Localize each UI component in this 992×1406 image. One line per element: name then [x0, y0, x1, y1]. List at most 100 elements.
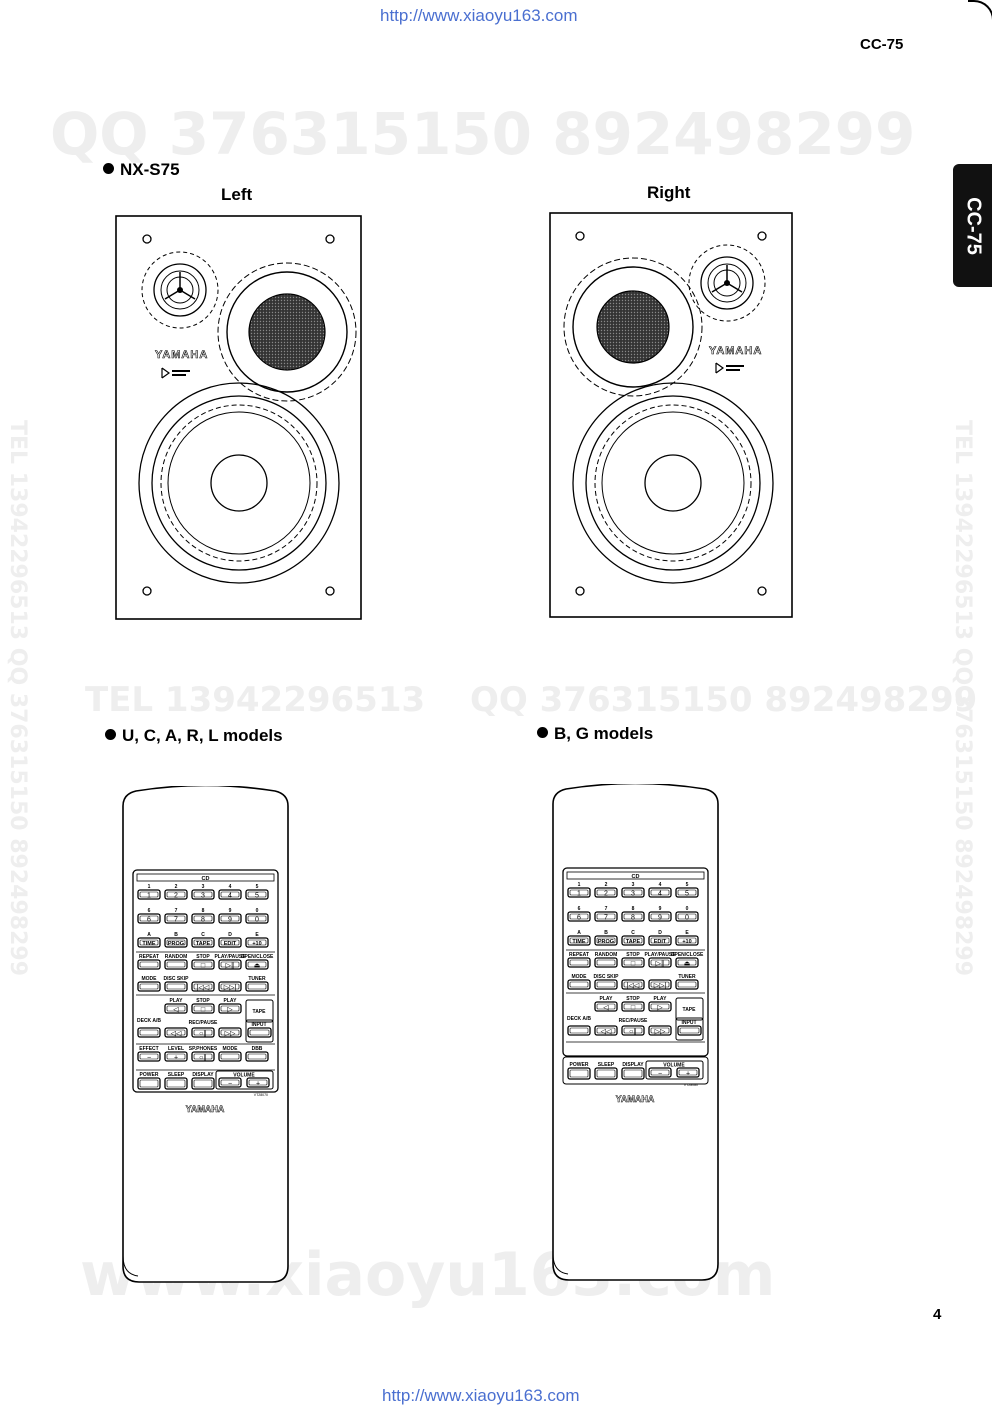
- remote-left-drawing: CD11223344556677889900ATIMEBPROGCTAPEDED…: [122, 786, 289, 1283]
- remote-button: [567, 979, 591, 990]
- remote-button-inner: [247, 1053, 267, 1060]
- left-speaker-drawing: YAMAHA: [115, 215, 362, 620]
- remote-small-label: PLAY: [654, 996, 668, 1002]
- url-bottom[interactable]: http://www.xiaoyu163.com: [382, 1386, 580, 1405]
- remote-button-inner: [193, 915, 213, 922]
- remote-button-label: TIME: [142, 941, 155, 947]
- remote-small-label: 6: [578, 906, 581, 912]
- remote-button-inner: [249, 1029, 270, 1036]
- remote-button-inner: [650, 937, 670, 944]
- watermark-qq-mid: QQ 376315150 892498299: [470, 680, 978, 720]
- remote-button-inner: [139, 891, 159, 898]
- remote-button-inner: [139, 939, 159, 946]
- remote-button: [594, 957, 618, 968]
- remote-small-label: DISPLAY: [622, 1062, 644, 1068]
- remote-button-inner: [677, 981, 697, 988]
- remote-button-inner: [596, 889, 616, 896]
- yamaha-logo: YAMAHA: [155, 349, 208, 361]
- remote-small-label: EFFECT: [139, 1046, 158, 1052]
- remote-button-inner: [569, 1069, 589, 1078]
- remote-volume-box: [645, 1060, 704, 1080]
- remote-button-inner: [193, 983, 213, 990]
- remote-button-symbol: +: [256, 1081, 260, 1088]
- remote-small-label: 9: [229, 908, 232, 914]
- remote-small-label: REC/PAUSE: [619, 1018, 648, 1024]
- remote-small-label: 5: [686, 882, 689, 888]
- remote-button-symbol: ▷∥: [656, 960, 665, 968]
- remote-button-symbol: ▷▷|: [224, 985, 237, 992]
- remote-button-symbol: 9: [228, 917, 232, 924]
- remote-model-number: VT28080: [684, 1083, 698, 1087]
- remote-button-symbol: −: [658, 1071, 662, 1078]
- remote-button-inner: [596, 937, 616, 944]
- remote-small-label: OPEN/CLOSE: [671, 952, 704, 958]
- remote-button-inner: [139, 915, 159, 922]
- remote-small-label: 2: [175, 884, 178, 890]
- remote-button-inner: [596, 959, 616, 966]
- remote-button-inner: [650, 981, 670, 988]
- remote-button-inner: [569, 913, 589, 920]
- remote-button-inner: [596, 1027, 616, 1034]
- yamaha-logo: YAMAHA: [709, 345, 762, 357]
- remote-small-label: 5: [256, 884, 259, 890]
- remote-input-box: [675, 1017, 704, 1041]
- remote-small-label: POWER: [570, 1062, 589, 1068]
- remote-small-label: 2: [605, 882, 608, 888]
- url-top[interactable]: http://www.xiaoyu163.com: [380, 6, 578, 25]
- remote-button-inner: [166, 891, 186, 898]
- remote-button: [567, 1067, 591, 1080]
- remote-button-inner: [193, 1079, 213, 1088]
- remote-button-symbol: ◁: [173, 1007, 179, 1014]
- remote-button-symbol: +: [686, 1071, 690, 1078]
- remote-small-label: 7: [175, 908, 178, 914]
- remote-button-inner: [248, 1079, 268, 1086]
- remote-button: [594, 979, 618, 990]
- remote-small-label: 8: [632, 906, 635, 912]
- remote-button: [245, 981, 269, 992]
- remote-button-inner: [166, 1029, 186, 1036]
- remote-small-label: 0: [256, 908, 259, 914]
- remote-button-inner: [220, 891, 240, 898]
- remote-button-inner: [193, 1053, 213, 1060]
- remote-small-label: DISPLAY: [192, 1072, 214, 1078]
- remote-button-symbol: 6: [577, 915, 581, 922]
- remote-button-symbol: −: [228, 1081, 232, 1088]
- remote-button-symbol: 5: [685, 891, 689, 898]
- remote-button-inner: [650, 1003, 670, 1010]
- remote-button-inner: [677, 889, 697, 896]
- remote-button-symbol: 5: [255, 893, 259, 900]
- remote-button-inner: [569, 959, 589, 966]
- remote-button-inner: [623, 1003, 643, 1010]
- remote-button-inner: [623, 889, 643, 896]
- page-number: 4: [933, 1306, 942, 1323]
- remote-button-inner: [247, 915, 267, 922]
- remote-button-inner: [220, 1005, 240, 1012]
- remote-button: [245, 1051, 269, 1062]
- remote-button-label: PROG: [598, 939, 614, 945]
- remote-button-inner: [220, 1029, 240, 1036]
- remote-button-inner: [679, 1027, 700, 1034]
- remote-button-symbol: 3: [201, 893, 205, 900]
- remote-button-symbol: ○∥: [629, 1028, 637, 1036]
- remote-small-label: TUNER: [248, 976, 266, 982]
- remote-button-inner: [220, 961, 240, 968]
- remote-button-symbol: □: [631, 961, 636, 968]
- remote-button-inner: [596, 981, 616, 988]
- remote-button-symbol: ▷: [657, 1005, 663, 1012]
- remote-button-symbol: 1: [147, 893, 151, 900]
- remote-small-label: PLAY/PAUSE: [214, 954, 246, 960]
- remote-button-inner: [650, 1069, 670, 1076]
- remote-button-inner: [220, 1053, 240, 1060]
- remote-button-inner: [193, 1029, 213, 1036]
- remote-button: [621, 1067, 645, 1080]
- watermark-tel-mid: TEL 13942296513: [85, 680, 426, 720]
- mid-driver-icon: [563, 257, 703, 397]
- remote-button-inner: [677, 937, 697, 944]
- remote-button-inner: [569, 1027, 589, 1034]
- remote-small-label: POWER: [140, 1072, 159, 1078]
- remote-button-label: +10: [682, 939, 691, 945]
- remote-small-label: A: [577, 930, 581, 936]
- watermark-side-left: TEL 13942296513 QQ 376315150 892498299: [5, 420, 30, 977]
- remote-right-title: B, G models: [537, 724, 653, 744]
- remote-button-symbol: +: [174, 1055, 178, 1062]
